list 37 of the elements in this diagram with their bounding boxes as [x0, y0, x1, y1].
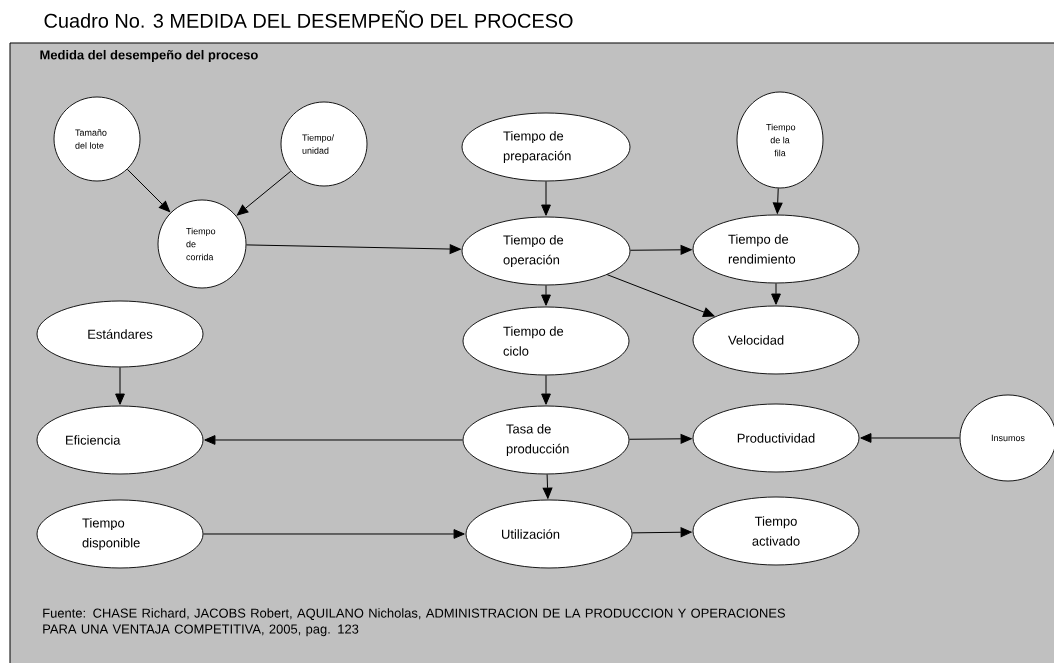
- ellipse-node: Tiempo de ciclo: [462, 306, 630, 376]
- arrow: [606, 274, 715, 317]
- ellipse-node: Velocidad: [692, 305, 860, 375]
- circle-node: Tiempo de corrida: [157, 199, 247, 289]
- arrow: [236, 170, 292, 216]
- ellipse-node: Tiempo activado: [692, 496, 860, 566]
- ellipse-node: Productividad: [692, 403, 860, 473]
- arrow: [126, 168, 171, 213]
- arrow: [245, 244, 461, 254]
- arrow: [115, 366, 125, 405]
- ellipse-node: Utilización: [465, 499, 633, 569]
- ellipse-node: Tiempo de preparación: [461, 112, 631, 182]
- ellipse-node: Estándares: [36, 300, 204, 368]
- arrow: [541, 374, 551, 405]
- circle-node: Tiempo/ unidad: [280, 101, 368, 187]
- ellipse-node: Tiempo disponible: [36, 499, 204, 569]
- circle-node: Tiempo de la fila: [736, 91, 824, 189]
- arrow: [542, 473, 553, 499]
- arrow: [771, 282, 781, 305]
- circle-node: Insumos: [959, 394, 1054, 482]
- arrow: [541, 284, 551, 306]
- source-note: Fuente: CHASE Richard, JACOBS Robert, AQUILANO Nicholas, ADMINISTRACION DE LA PRODUCCION Y OPERACIONES PARA UNA VENTAJA COMPETITIVA, 2005, pag. 123: [43, 608, 785, 637]
- title: Cuadro No. 3 MEDIDA DEL DESEMPEÑO DEL PROCESO: [44, 10, 573, 28]
- panel-heading: Medida del desempeño del proceso: [40, 49, 258, 63]
- arrow: [629, 244, 692, 255]
- ellipse-node: Tiempo de operación: [461, 216, 631, 286]
- arrow: [202, 529, 465, 539]
- arrow: [628, 433, 692, 444]
- ellipse-node: Tiempo de rendimiento: [692, 214, 860, 284]
- arrow: [541, 180, 551, 216]
- ellipse-node: Eficiencia: [36, 405, 204, 475]
- arrow: [860, 433, 961, 443]
- circle-node: Tamaño del lote: [53, 96, 141, 182]
- arrow: [772, 187, 783, 214]
- ellipse-node: Tasa de producción: [462, 405, 630, 475]
- arrow: [631, 527, 692, 538]
- arrow: [204, 435, 464, 445]
